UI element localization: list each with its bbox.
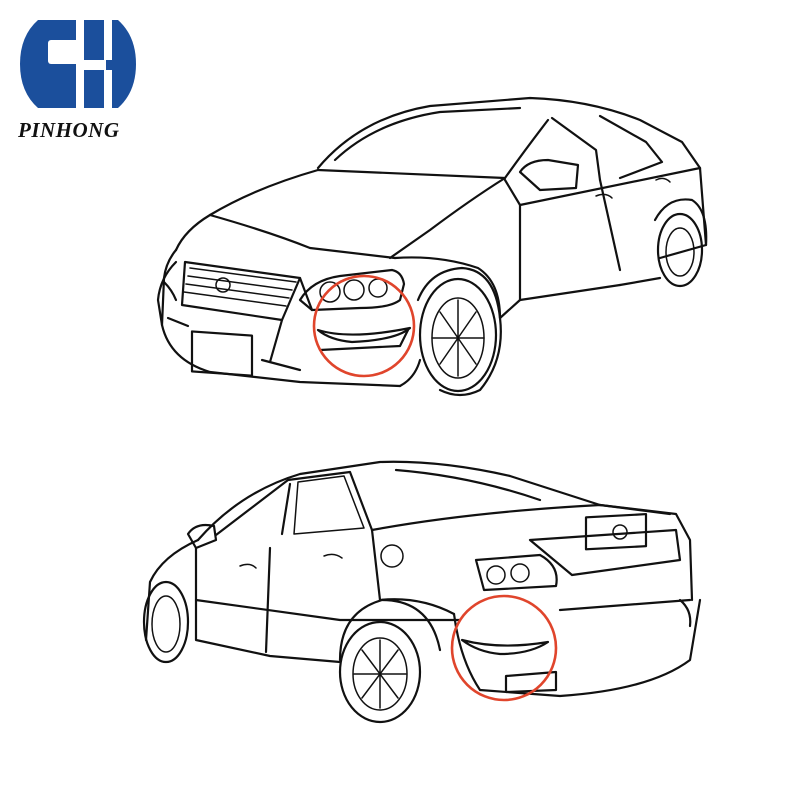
- rear-reflector-highlight: [450, 594, 558, 702]
- rear-car-drawing: [142, 460, 702, 724]
- brand-name: PINHONG: [18, 118, 120, 142]
- front-car-drawing: [156, 96, 708, 397]
- front-reflector-highlight: [312, 274, 416, 378]
- pinhong-logo: [20, 20, 136, 108]
